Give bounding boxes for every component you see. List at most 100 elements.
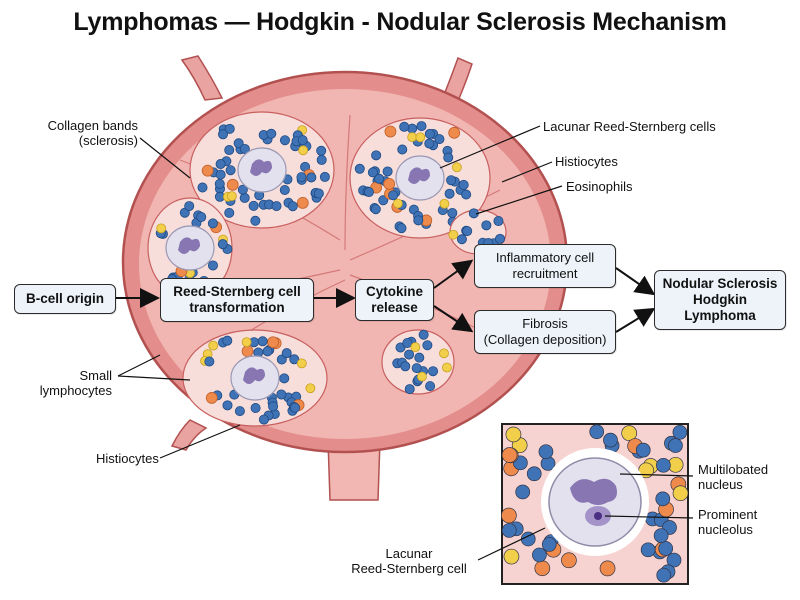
small-lymphocyte: [207, 260, 218, 271]
small-lymphocyte: [444, 188, 455, 199]
multilobated-nucleus: [570, 478, 617, 505]
histiocyte: [241, 345, 254, 358]
small-lymphocyte: [396, 223, 407, 234]
small-lymphocyte: [635, 442, 651, 458]
arrow-cytokine-to-fibrosis: [433, 305, 474, 333]
eosinophil: [439, 348, 449, 359]
small-lymphocyte: [400, 361, 411, 372]
label-prominent-nucleolus: Prominent nucleolus: [698, 507, 758, 537]
small-lymphocyte: [279, 184, 290, 195]
small-lymphocyte: [501, 523, 517, 538]
small-lymphocyte: [222, 335, 233, 346]
small-lymphocyte: [428, 366, 439, 377]
leader-lacunar-rs-cell: [477, 527, 546, 561]
eosinophil: [621, 425, 638, 442]
box-outcome: Nodular Sclerosis Hodgkin Lymphoma: [654, 270, 786, 330]
eosinophil: [226, 191, 237, 202]
small-lymphocyte: [239, 192, 250, 203]
small-lymphocyte: [422, 340, 433, 351]
small-lymphocyte: [541, 537, 557, 552]
small-lymphocyte: [224, 123, 235, 134]
small-lymphocyte: [258, 414, 269, 425]
nodule: [189, 111, 335, 229]
small-lymphocyte: [248, 200, 259, 211]
small-lymphocyte: [424, 138, 435, 149]
bottom-left-vessel: [170, 419, 208, 451]
leader-lacunar-rs: [439, 125, 541, 169]
eosinophil: [672, 485, 689, 502]
eosinophil: [439, 198, 450, 209]
small-lymphocyte: [290, 402, 301, 413]
small-lymphocyte: [374, 173, 385, 184]
histiocyte: [205, 392, 218, 404]
small-lymphocyte: [289, 354, 300, 365]
small-lymphocyte: [382, 166, 393, 177]
label-histiocytes-bottom: Histiocytes: [96, 451, 159, 466]
top-left-vessel: [180, 55, 224, 101]
small-lymphocyte: [271, 201, 282, 212]
small-lymphocyte: [538, 444, 554, 460]
rs-nucleus: [408, 167, 430, 184]
small-lymphocyte: [656, 567, 672, 583]
small-lymphocyte: [370, 204, 381, 215]
arrow-recruitment-to-outcome: [615, 267, 656, 296]
small-lymphocyte: [397, 144, 408, 155]
leader-eosinophils: [475, 185, 563, 215]
small-lymphocyte: [250, 403, 261, 414]
small-lymphocyte: [204, 356, 215, 367]
small-lymphocyte: [262, 346, 273, 357]
small-lymphocyte: [207, 218, 218, 229]
label-lacunar-rs-cells: Lacunar Reed-Sternberg cells: [543, 119, 716, 134]
small-lymphocyte: [447, 207, 458, 218]
small-lymphocyte: [399, 121, 410, 132]
small-lymphocyte: [222, 400, 233, 411]
leader-lines: [117, 125, 694, 561]
small-lymphocyte: [281, 348, 292, 359]
small-lymphocyte: [653, 528, 669, 543]
small-lymphocyte: [443, 152, 454, 163]
box-b-cell-origin: B-cell origin: [14, 284, 116, 314]
small-lymphocyte: [363, 187, 374, 198]
small-lymphocyte: [640, 542, 656, 558]
small-lymphocyte: [658, 541, 674, 556]
rs-nucleus: [243, 367, 265, 384]
box-fibrosis-label: Fibrosis (Collagen deposition): [483, 316, 607, 347]
small-lymphocyte: [589, 424, 605, 440]
label-small-lymphocytes: Small lymphocytes: [39, 368, 112, 398]
small-lymphocyte: [319, 171, 330, 182]
small-lymphocyte: [411, 363, 422, 374]
small-lymphocyte: [354, 163, 365, 174]
small-lymphocyte: [371, 150, 382, 161]
small-lymphocyte: [367, 167, 378, 178]
small-lymphocyte: [250, 215, 261, 226]
eosinophil: [410, 342, 421, 353]
small-lymphocyte: [266, 128, 277, 139]
nodule-layer: [147, 111, 507, 427]
small-lymphocyte: [257, 336, 268, 347]
small-lymphocyte: [418, 329, 429, 340]
small-lymphocyte: [404, 349, 415, 360]
eosinophil: [296, 358, 307, 369]
nodule: [182, 329, 328, 427]
box-inflammatory-recruitment-label: Inflammatory cell recruitment: [495, 250, 595, 281]
small-lymphocyte: [495, 233, 506, 244]
eosinophil: [448, 229, 459, 240]
small-lymphocyte: [414, 352, 425, 363]
box-b-cell-origin-label: B-cell origin: [25, 291, 104, 306]
small-lymphocyte: [462, 226, 473, 237]
small-lymphocyte: [279, 373, 290, 384]
histiocyte: [534, 560, 551, 577]
histiocyte: [501, 507, 517, 524]
small-lymphocyte: [481, 220, 492, 231]
leader-nucleolus: [604, 515, 694, 519]
small-lymphocyte: [668, 438, 683, 453]
small-lymphocyte: [268, 401, 279, 412]
eosinophil: [442, 362, 452, 373]
small-lymphocyte: [316, 145, 327, 156]
label-histiocytes-top: Histiocytes: [555, 154, 618, 169]
small-lymphocyte: [233, 138, 244, 149]
small-lymphocyte: [378, 195, 389, 206]
label-eosinophils: Eosinophils: [566, 179, 633, 194]
box-inflammatory-recruitment: Inflammatory cell recruitment: [474, 244, 616, 288]
eosinophil: [505, 426, 522, 443]
